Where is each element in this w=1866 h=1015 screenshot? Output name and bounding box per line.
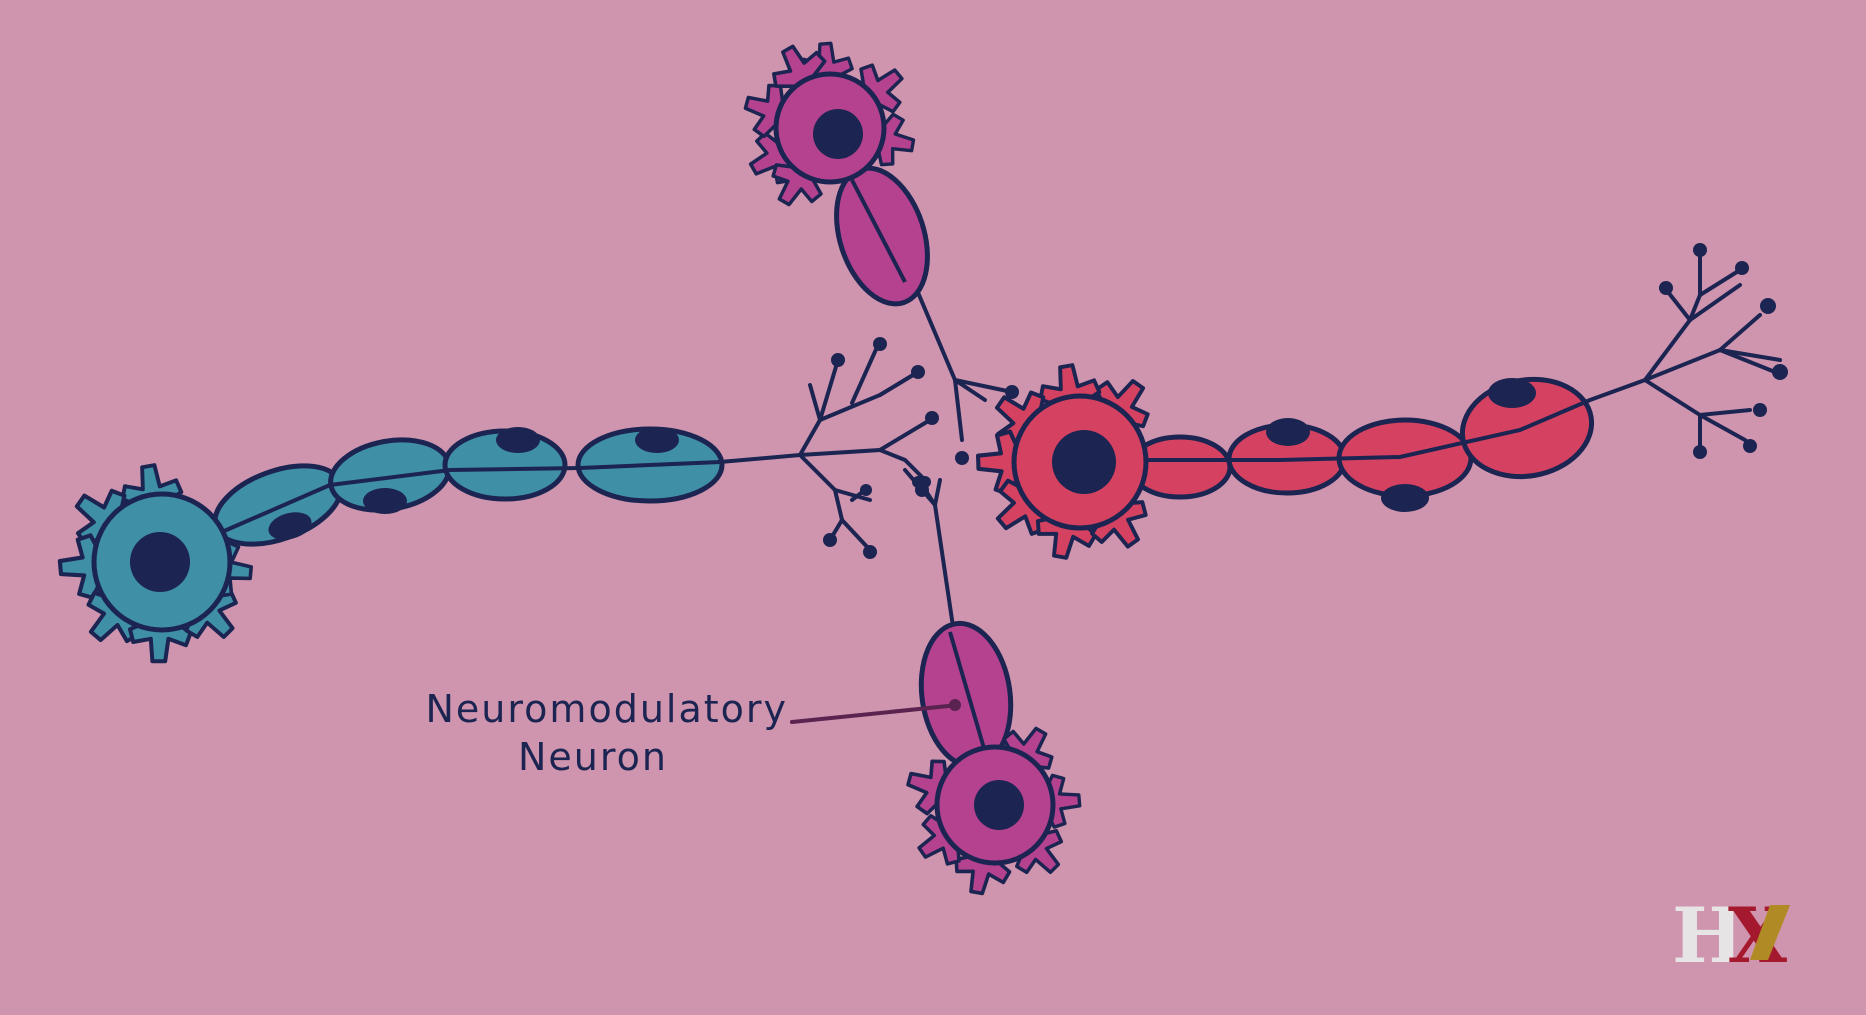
axon-terminal-icon bbox=[1735, 261, 1749, 275]
harvardx-logo-icon: H X bbox=[1672, 891, 1790, 980]
red-axon-terminals bbox=[1659, 243, 1788, 459]
axon-terminal-icon bbox=[1005, 385, 1019, 399]
axon-terminal-icon bbox=[1693, 445, 1707, 459]
axon-terminal-icon bbox=[860, 484, 872, 496]
label-line-1: Neuromodulatory bbox=[426, 687, 789, 731]
top-modulatory-neuron bbox=[737, 34, 919, 218]
red-axon-terminal-branches bbox=[1588, 248, 1782, 452]
teal-myelin-nuclei bbox=[268, 427, 679, 540]
nucleus bbox=[974, 780, 1024, 830]
red-myelin-nuclei bbox=[1266, 378, 1536, 512]
logo-h: H bbox=[1672, 891, 1744, 980]
teal-axon-terminals bbox=[823, 337, 939, 559]
axon-terminal-icon bbox=[919, 476, 931, 488]
axon-terminal-icon bbox=[1753, 403, 1767, 417]
axon-terminal-icon bbox=[1693, 243, 1707, 257]
logo-x: X bbox=[1728, 891, 1787, 980]
teal-axon-terminal-branches bbox=[718, 343, 932, 552]
top-myelin-sheath bbox=[834, 165, 930, 307]
axon-terminal-icon bbox=[863, 545, 877, 559]
teal-axon bbox=[214, 460, 721, 537]
axon-terminal-icon bbox=[873, 337, 887, 351]
axon-terminal-icon bbox=[925, 411, 939, 425]
nucleus bbox=[813, 109, 863, 159]
logo-x-accent bbox=[1750, 905, 1790, 960]
label-line-2: Neuron bbox=[518, 735, 668, 779]
nucleus bbox=[130, 532, 190, 592]
axon-terminal-icon bbox=[831, 353, 845, 367]
axon-terminal-icon bbox=[955, 451, 969, 465]
red-neuron bbox=[977, 359, 1163, 565]
axon-terminal-icon bbox=[823, 533, 837, 547]
nucleus bbox=[1052, 430, 1116, 494]
teal-neuron bbox=[58, 459, 255, 661]
label-leader-line bbox=[790, 703, 960, 724]
axon-terminal-icon bbox=[1772, 364, 1788, 380]
axon-terminal-icon bbox=[1760, 298, 1776, 314]
label-leader-dot bbox=[949, 699, 961, 711]
top-modulatory-terminals bbox=[955, 385, 1019, 465]
axon-terminal-icon bbox=[1659, 281, 1673, 295]
axon-terminal-icon bbox=[911, 365, 925, 379]
red-axon bbox=[1140, 398, 1591, 462]
axon-terminal-icon bbox=[1743, 439, 1757, 453]
bottom-modulatory-neuron bbox=[900, 715, 1084, 900]
